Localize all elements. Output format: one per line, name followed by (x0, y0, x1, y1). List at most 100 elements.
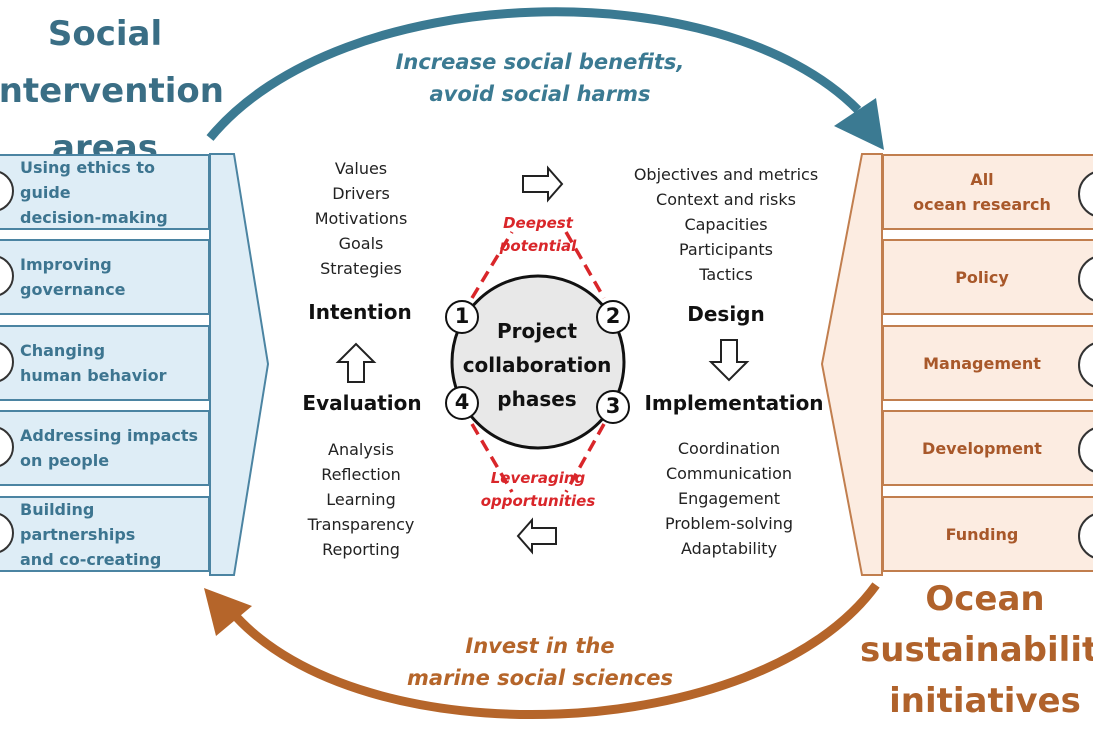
center-label-line: Project (496, 319, 578, 343)
right-panel-title: Ocean sustainability initiatives (860, 574, 1093, 727)
box-label-line: ocean research (913, 195, 1051, 214)
right-title-line: sustainability (860, 630, 1093, 670)
top-arc-label-line: avoid social harms (429, 82, 651, 106)
list-item: Values (334, 159, 388, 178)
phase-implementation: Implementation (644, 391, 824, 415)
phase-number-3: 3 (596, 390, 630, 424)
box-label-line: Addressing impacts (20, 426, 199, 445)
list-item: Capacities (684, 215, 768, 234)
ethics-icon (0, 170, 14, 212)
top-arc-label-line: Increase social benefits, (395, 50, 685, 74)
top-link-line: potential (499, 237, 577, 255)
list-item: Transparency (307, 515, 415, 534)
list-item: Participants (679, 240, 773, 259)
bottom-link-label: Leveraging opportunities (458, 467, 618, 513)
initiative-management: Management (882, 325, 1093, 401)
link-2-top (564, 231, 606, 299)
list-item: Reflection (321, 465, 401, 484)
left-title-line: Social (47, 14, 163, 54)
center-label-line: phases (497, 387, 577, 411)
box-label-line: All (970, 170, 994, 189)
design-items: Objectives and metrics Context and risks… (616, 162, 836, 287)
list-item: Objectives and metrics (633, 165, 819, 184)
list-item: Strategies (320, 259, 402, 278)
arrow-right-icon (522, 165, 564, 203)
arrow-up-icon (335, 342, 377, 383)
impacts-icon (0, 426, 14, 468)
right-title-line: Ocean (925, 579, 1045, 619)
evaluation-items: Analysis Reflection Learning Transparenc… (286, 437, 436, 562)
box-label-line: human behavior (20, 366, 167, 385)
list-item: Goals (338, 234, 384, 253)
center-label: Project collaboration phases (452, 314, 622, 416)
phase-number-2: 2 (596, 300, 630, 334)
box-label-line: Management (923, 353, 1041, 373)
arrow-left-icon (516, 517, 557, 555)
management-icon (1078, 341, 1093, 389)
list-item: Coordination (677, 439, 781, 458)
top-arc-arrowhead (834, 98, 884, 150)
list-item: Motivations (314, 209, 408, 228)
left-chevron (209, 153, 270, 576)
phase-number-4: 4 (445, 386, 479, 420)
list-item: Context and risks (656, 190, 796, 209)
bottom-arc-label-line: marine social sciences (407, 666, 673, 690)
box-label-line: Development (922, 438, 1042, 458)
top-link-label: Deepest potential (468, 212, 608, 258)
box-label-line: Changing (20, 341, 106, 360)
left-title-line: Intervention (0, 71, 224, 111)
phase-evaluation: Evaluation (302, 391, 422, 415)
intervention-governance: Improving governance (0, 239, 210, 315)
box-label-line: Policy (955, 267, 1009, 287)
initiative-development: Development (882, 410, 1093, 486)
box-label-line: Funding (945, 524, 1019, 544)
partnerships-icon (0, 512, 14, 554)
list-item: Adaptability (680, 539, 778, 558)
box-label-line: Improving (20, 255, 112, 274)
bottom-link-line: Leveraging (490, 469, 586, 487)
initiative-ocean-research: All ocean research (882, 154, 1093, 230)
box-label-line: on people (20, 451, 110, 470)
bottom-arc-arrowhead (204, 588, 252, 636)
intervention-impacts: Addressing impacts on people (0, 410, 210, 486)
center-circle (450, 274, 626, 450)
list-item: Problem-solving (665, 514, 793, 533)
box-label-line: and co-creating (20, 549, 162, 569)
bottom-link-line: opportunities (480, 492, 596, 510)
funding-icon (1078, 512, 1093, 560)
intervention-ethics: Using ethics to guide decision-making (0, 154, 210, 230)
list-item: Drivers (332, 184, 390, 203)
list-item: Tactics (699, 265, 753, 284)
bottom-arc-label: Invest in the marine social sciences (380, 630, 700, 694)
arrow-down-icon (708, 339, 750, 382)
link-1-top (470, 231, 514, 299)
intervention-behavior: Changing human behavior (0, 325, 210, 401)
box-label-line: Using ethics to guide (20, 157, 156, 202)
center-label-line: collaboration (462, 353, 612, 377)
box-label-line: decision-making (20, 207, 168, 227)
list-item: Engagement (677, 489, 781, 508)
top-arc (206, 7, 862, 141)
initiative-policy: Policy (882, 239, 1093, 315)
research-icon (1078, 170, 1093, 218)
initiative-funding: Funding (882, 496, 1093, 572)
phase-design: Design (687, 302, 765, 326)
bottom-arc-label-line: Invest in the (465, 634, 615, 658)
right-title-line: initiatives (889, 681, 1081, 721)
list-item: Analysis (328, 440, 394, 459)
phase-intention: Intention (308, 300, 412, 324)
box-label-line: governance (20, 280, 126, 299)
list-item: Learning (326, 490, 396, 509)
behavior-icon (0, 341, 14, 383)
governance-icon (0, 255, 14, 297)
intention-items: Values Drivers Motivations Goals Strateg… (281, 156, 441, 281)
top-arc-label: Increase social benefits, avoid social h… (380, 46, 700, 110)
list-item: Reporting (322, 540, 400, 559)
link-3-bottom (564, 423, 606, 493)
development-icon (1078, 426, 1093, 474)
phase-number-1: 1 (445, 300, 479, 334)
top-link-line: Deepest (503, 214, 573, 232)
left-panel-title: Social Intervention areas (0, 6, 230, 177)
